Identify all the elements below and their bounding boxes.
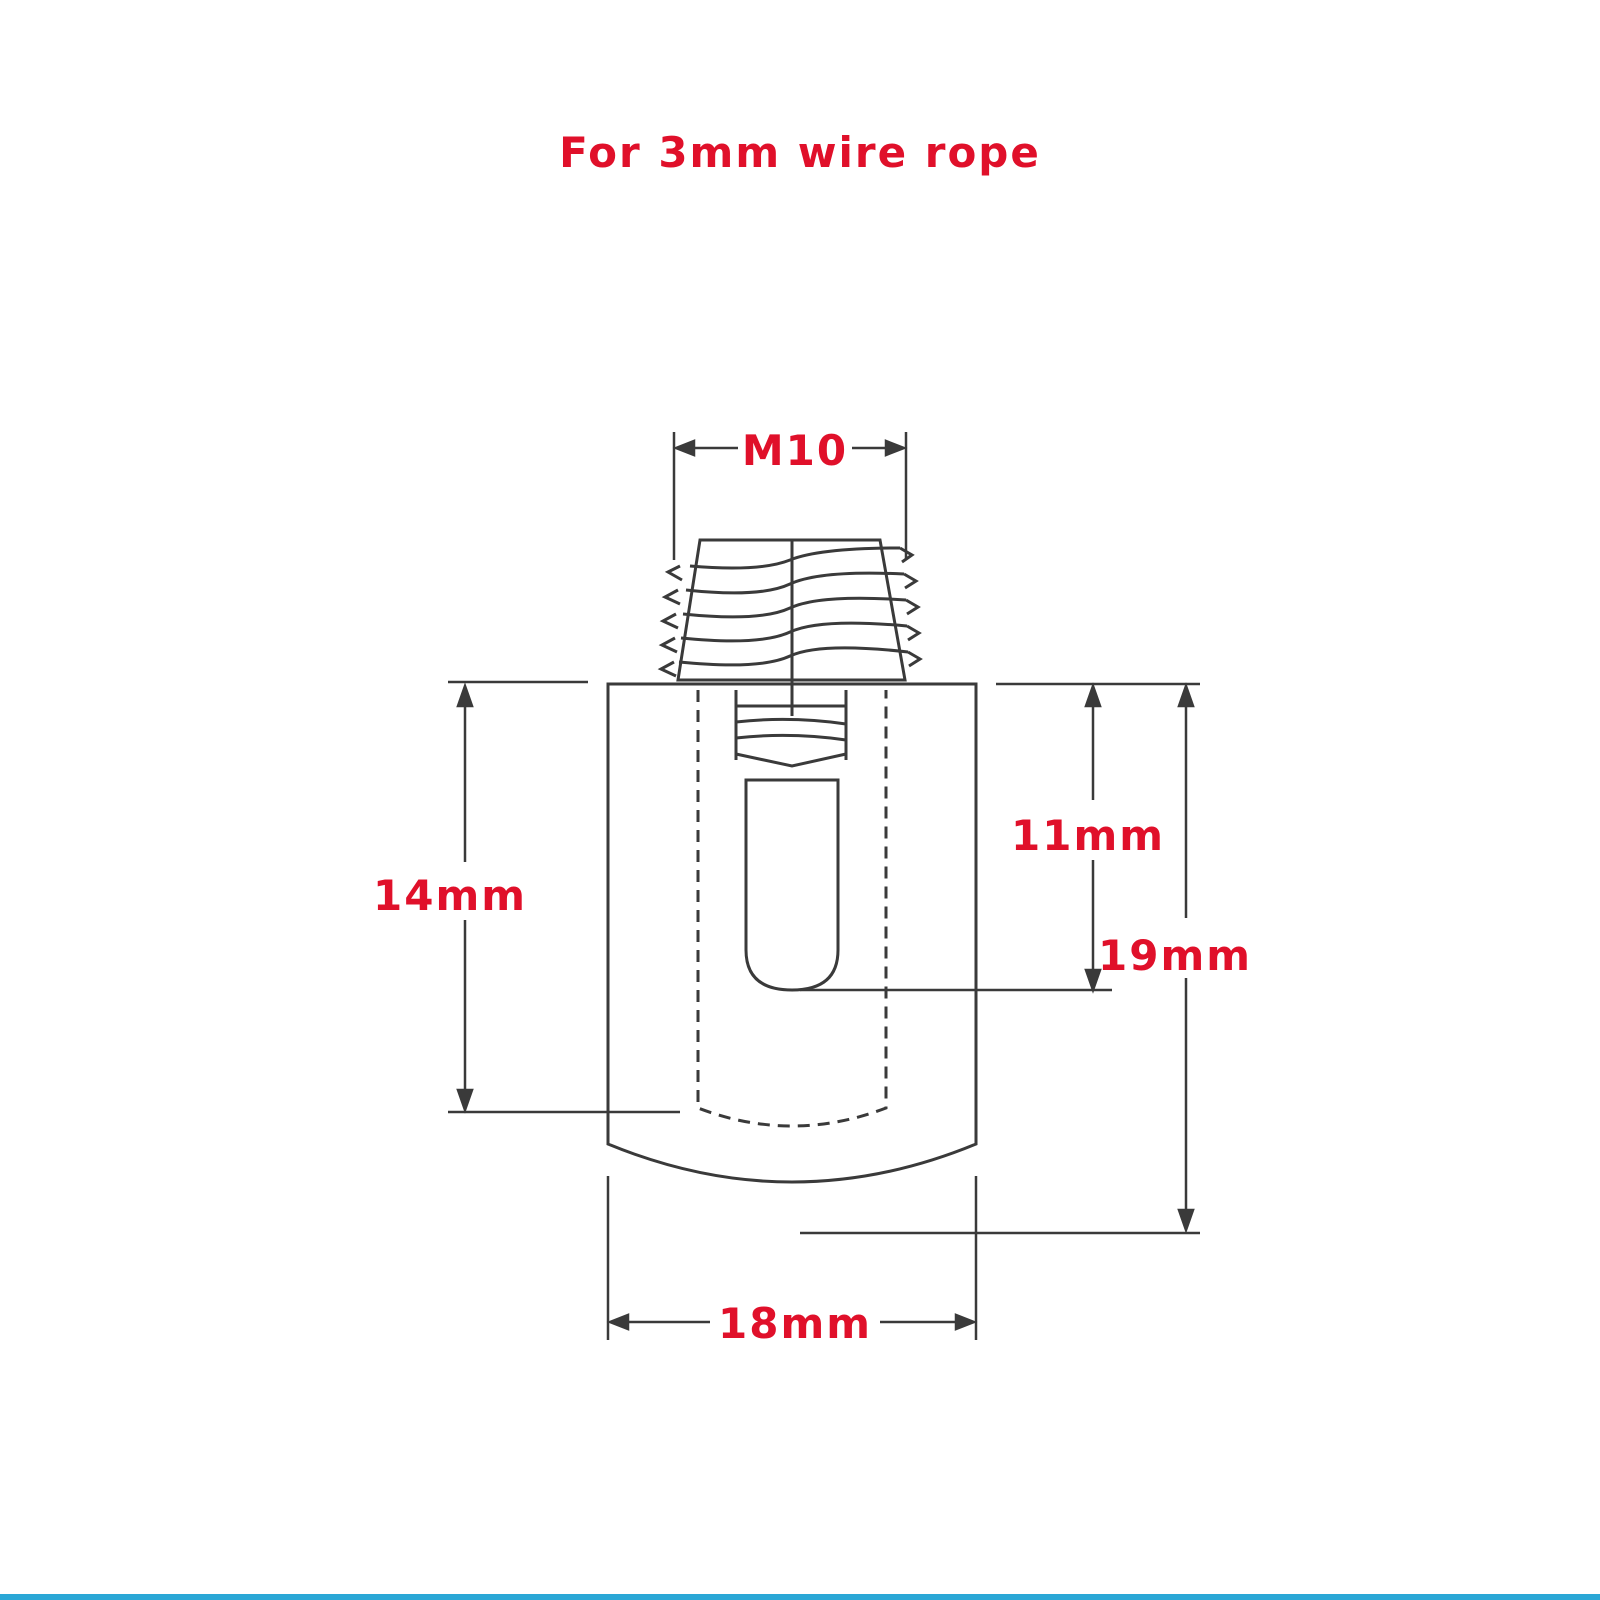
threaded-stud — [657, 538, 923, 716]
fitting-body — [606, 682, 978, 1184]
width-label: 18mm — [718, 1299, 872, 1348]
dimension-labels: M10 11mm 14mm 19mm 18mm — [373, 426, 1252, 1348]
dimension-lines — [448, 432, 1200, 1340]
body-height-label: 14mm — [373, 871, 527, 920]
total-height-label: 19mm — [1098, 931, 1252, 980]
bottom-accent-rule — [0, 1594, 1600, 1600]
thread-size-label: M10 — [742, 426, 848, 475]
slot-depth-label: 11mm — [1011, 811, 1165, 860]
diagram-title: For 3mm wire rope — [559, 128, 1041, 177]
